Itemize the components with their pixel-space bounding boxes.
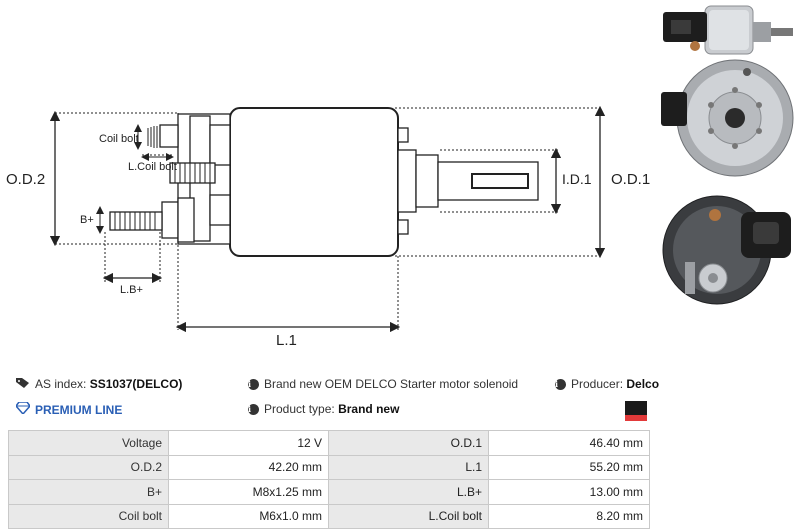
id1-label: I.D.1	[562, 171, 592, 187]
tag-icon	[16, 377, 30, 391]
as-index: AS index: SS1037(DELCO)	[16, 377, 182, 391]
spec-label: Coil bolt	[8, 503, 169, 529]
as-index-label: AS index:	[35, 377, 87, 391]
od1-label: O.D.1	[611, 171, 650, 188]
od2-label: O.D.2	[6, 171, 45, 188]
spec-table: Voltage 12 V O.D.1 46.40 mm O.D.2 42.20 …	[8, 430, 650, 529]
rear-view-photo	[661, 59, 794, 177]
lb-label: L.B+	[120, 284, 143, 296]
product-photos	[661, 5, 794, 305]
table-row: Voltage 12 V O.D.1 46.40 mm	[8, 430, 650, 456]
info-icon: i	[248, 378, 259, 390]
table-row: B+ M8x1.25 mm L.B+ 13.00 mm	[8, 479, 650, 505]
table-row: O.D.2 42.20 mm L.1 55.20 mm	[8, 454, 650, 480]
bplus-label: B+	[80, 214, 94, 226]
spec-value: 8.20 mm	[488, 503, 650, 529]
description: i Brand new OEM DELCO Starter motor sole…	[248, 377, 518, 391]
product-type: i Product type: Brand new	[248, 402, 399, 416]
spec-label: B+	[8, 479, 169, 505]
spec-label: L.B+	[328, 479, 489, 505]
info-icon: i	[555, 378, 566, 390]
side-view-photo	[663, 5, 793, 55]
as-index-value: SS1037(DELCO)	[89, 377, 183, 391]
spec-label: L.1	[328, 454, 489, 480]
producer-label: Producer:	[571, 377, 624, 391]
description-text: Brand new OEM DELCO Starter motor soleno…	[264, 377, 519, 391]
spec-label: L.Coil bolt	[328, 503, 489, 529]
info-icon: i	[248, 403, 259, 415]
spec-value: 55.20 mm	[488, 454, 650, 480]
l-coil-bolt-label: L.Coil bolt	[128, 161, 177, 173]
spec-label: O.D.1	[328, 430, 489, 456]
technical-drawing: O.D.2 O.D.1 I.D.1 L.1 L.B+ B+ Coil bolt …	[6, 105, 650, 349]
l1-label: L.1	[276, 332, 297, 349]
premium-line: PREMIUM LINE	[15, 401, 123, 417]
front-view-photo	[662, 195, 791, 305]
table-row: Coil bolt M6x1.0 mm L.Coil bolt 8.20 mm	[8, 503, 650, 529]
spec-value: 12 V	[168, 430, 329, 456]
spec-value: 46.40 mm	[488, 430, 650, 456]
premium-line-text: PREMIUM LINE	[35, 402, 123, 417]
spec-label: O.D.2	[8, 454, 169, 480]
producer-flag	[625, 401, 647, 421]
spec-value: 13.00 mm	[488, 479, 650, 505]
diamond-icon	[15, 401, 31, 417]
spec-value: 42.20 mm	[168, 454, 329, 480]
spec-label: Voltage	[8, 430, 169, 456]
producer: i Producer: Delco	[555, 377, 659, 391]
producer-value: Delco	[626, 377, 660, 391]
product-type-label: Product type:	[264, 402, 335, 416]
product-type-value: Brand new	[338, 402, 400, 416]
spec-value: M8x1.25 mm	[168, 479, 329, 505]
spec-value: M6x1.0 mm	[168, 503, 329, 529]
coil-bolt-label: Coil bolt	[99, 133, 139, 145]
